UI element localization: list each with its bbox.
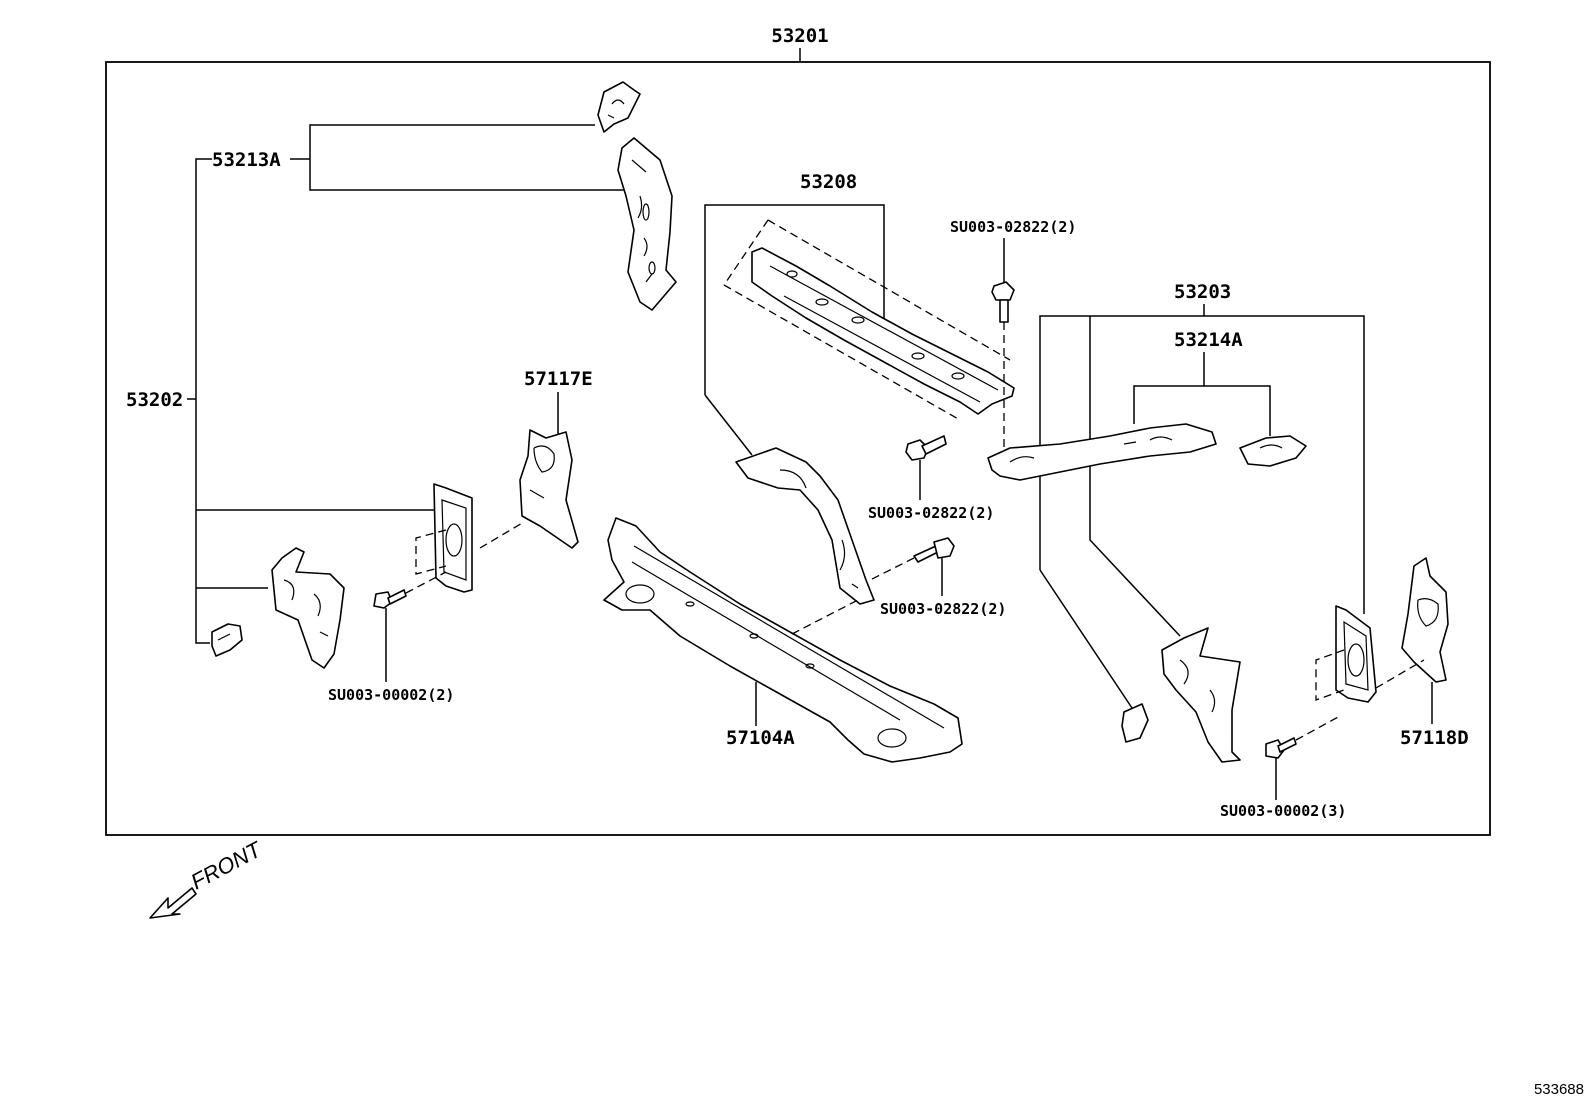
dash-57104a — [791, 599, 859, 635]
label-su003-02822-mid[interactable]: SU003-02822(2) — [868, 504, 994, 522]
leader-53203-clip — [1039, 569, 1133, 709]
dash-bolt-lower — [869, 557, 915, 581]
part-side-plate-left — [433, 483, 473, 593]
dash-cross-member-bottom — [723, 284, 961, 421]
leader-53208 — [704, 204, 885, 395]
bolt-top-02822 — [991, 281, 1015, 323]
label-57104a[interactable]: 57104A — [726, 727, 795, 749]
label-su003-00002-right[interactable]: SU003-00002(3) — [1220, 802, 1346, 820]
dash-57118d — [1375, 659, 1425, 689]
part-bar-53214a — [987, 423, 1217, 481]
label-su003-02822-lower[interactable]: SU003-02822(2) — [880, 600, 1006, 618]
part-57118d — [1401, 557, 1449, 683]
part-bracket-upper-left — [597, 81, 641, 133]
part-bracket-53214a-right — [1239, 435, 1307, 467]
label-57118d[interactable]: 57118D — [1400, 727, 1469, 749]
label-53203[interactable]: 53203 — [1174, 281, 1231, 303]
label-53201[interactable]: 53201 — [771, 25, 828, 47]
leader-53213a-left — [195, 158, 212, 644]
part-57117e — [519, 429, 579, 549]
leader-53214a — [1133, 385, 1271, 436]
label-53214a[interactable]: 53214A — [1174, 329, 1243, 351]
dash-side-plate — [415, 529, 447, 575]
leader-53213a — [309, 124, 630, 191]
part-bracket-53202-lower — [271, 547, 345, 669]
bolt-left-00002 — [373, 589, 407, 609]
leader-53208-diag — [704, 394, 753, 456]
dash-side-plate-right — [1315, 649, 1345, 701]
part-pillar-53203-right — [1161, 627, 1241, 763]
part-pillar-53208 — [735, 447, 875, 605]
bolt-right-00002 — [1265, 737, 1297, 759]
leader-53214a-pillar — [1089, 316, 1181, 637]
dash-bolt-right — [1295, 715, 1341, 741]
label-53213a[interactable]: 53213A — [212, 149, 281, 171]
assembly-frame — [105, 61, 1491, 836]
dash-57117e — [479, 521, 525, 549]
dash-bolt-left — [405, 571, 447, 594]
dash-cross-member-top — [767, 219, 1011, 361]
diagram-id: 533688 — [1534, 1081, 1584, 1098]
front-arrow-icon — [149, 887, 197, 919]
part-clip-right — [1121, 703, 1149, 743]
front-indicator: FRONT — [187, 836, 267, 894]
dash-cross-member-left — [723, 219, 769, 286]
label-53202[interactable]: 53202 — [126, 389, 183, 411]
part-pillar-53213a — [617, 137, 677, 311]
label-su003-00002-left[interactable]: SU003-00002(2) — [328, 686, 454, 704]
label-53208[interactable]: 53208 — [800, 171, 857, 193]
part-clip-lower-left — [211, 623, 243, 657]
part-cross-member-53208 — [751, 247, 1015, 415]
label-57117e[interactable]: 57117E — [524, 368, 593, 390]
part-57104a — [603, 517, 963, 763]
part-side-plate-right — [1335, 605, 1377, 703]
label-su003-02822-top[interactable]: SU003-02822(2) — [950, 218, 1076, 236]
leader-53203 — [1039, 315, 1365, 614]
bolt-lower-02822 — [913, 537, 955, 563]
bolt-mid-02822 — [905, 435, 947, 461]
